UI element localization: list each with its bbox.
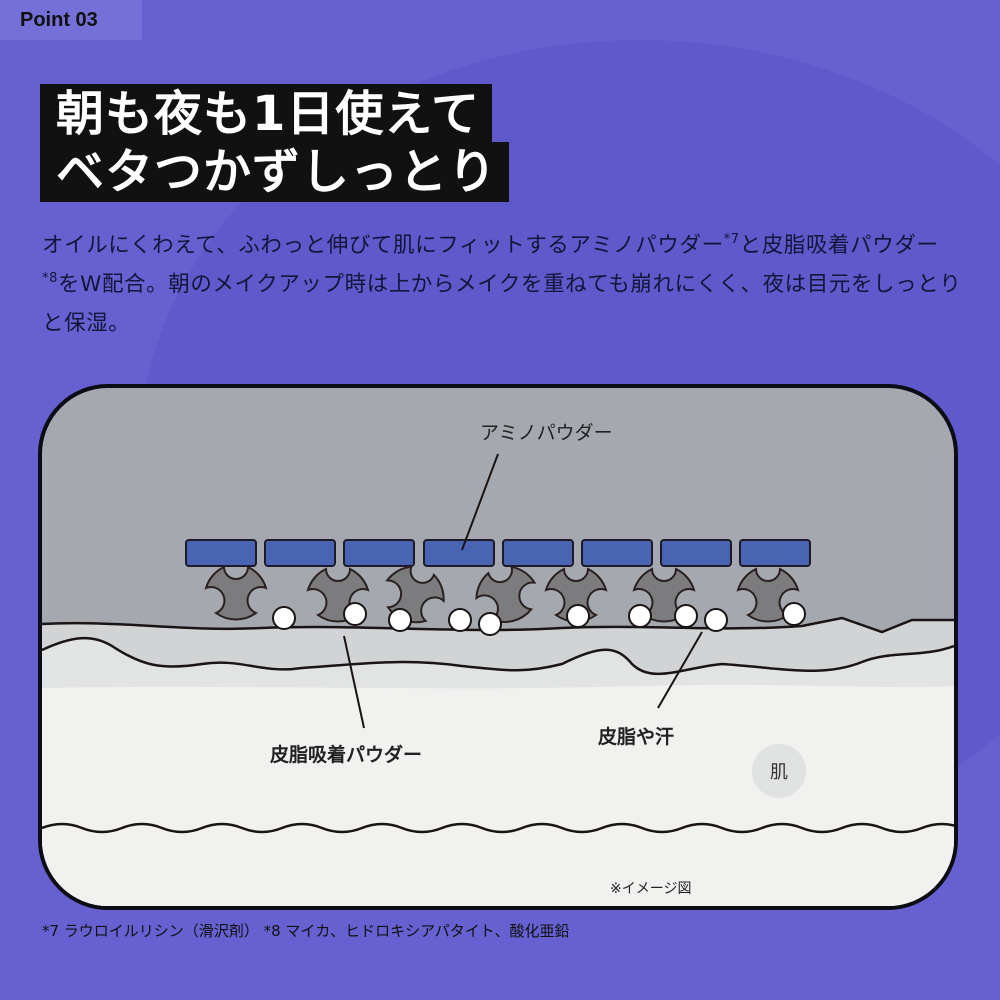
footnote-ref-8: *8 (42, 271, 58, 286)
skin-diagram: アミノパウダー 皮脂吸着パウダー 皮脂や汗 肌 ※イメージ図 (38, 384, 958, 910)
image-caption: ※イメージ図 (610, 881, 692, 897)
body-text-segment: と皮脂吸着パウダー (739, 233, 939, 258)
point-badge-label: Point 03 (20, 8, 98, 31)
body-text: オイルにくわえて、ふわっと伸びて肌にフィットするアミノパウダー*7と皮脂吸着パウ… (42, 226, 972, 343)
body-text-segment: オイルにくわえて、ふわっと伸びて肌にフィットするアミノパウダー (42, 233, 724, 258)
footnote-ref-7: *7 (723, 232, 740, 247)
diagram-illustration (42, 453, 954, 906)
point-badge: Point 03 (0, 0, 142, 40)
skin-label: 肌 (770, 762, 788, 783)
amino-powder-blocks (185, 539, 811, 567)
headline-line-1: 朝も夜も1日使えて (40, 84, 492, 144)
label-sebum-absorbing-powder: 皮脂吸着パウダー (270, 744, 423, 766)
label-sebum-sweat: 皮脂や汗 (598, 726, 675, 748)
sebum-sweat-droplets (272, 602, 806, 636)
footnotes: *7 ラウロイルリシン（滑沢剤） *8 マイカ、ヒドロキシアパタイト、酸化亜鉛 (42, 922, 570, 940)
headline-line-2: ベタつかずしっとり (40, 142, 510, 202)
label-amino-powder: アミノパウダー (480, 422, 613, 444)
body-text-segment: をW配合。朝のメイクアップ時は上からメイクを重ねても崩れにくく、夜は目元をしっと… (42, 272, 962, 336)
skin-badge: 肌 (752, 744, 806, 798)
